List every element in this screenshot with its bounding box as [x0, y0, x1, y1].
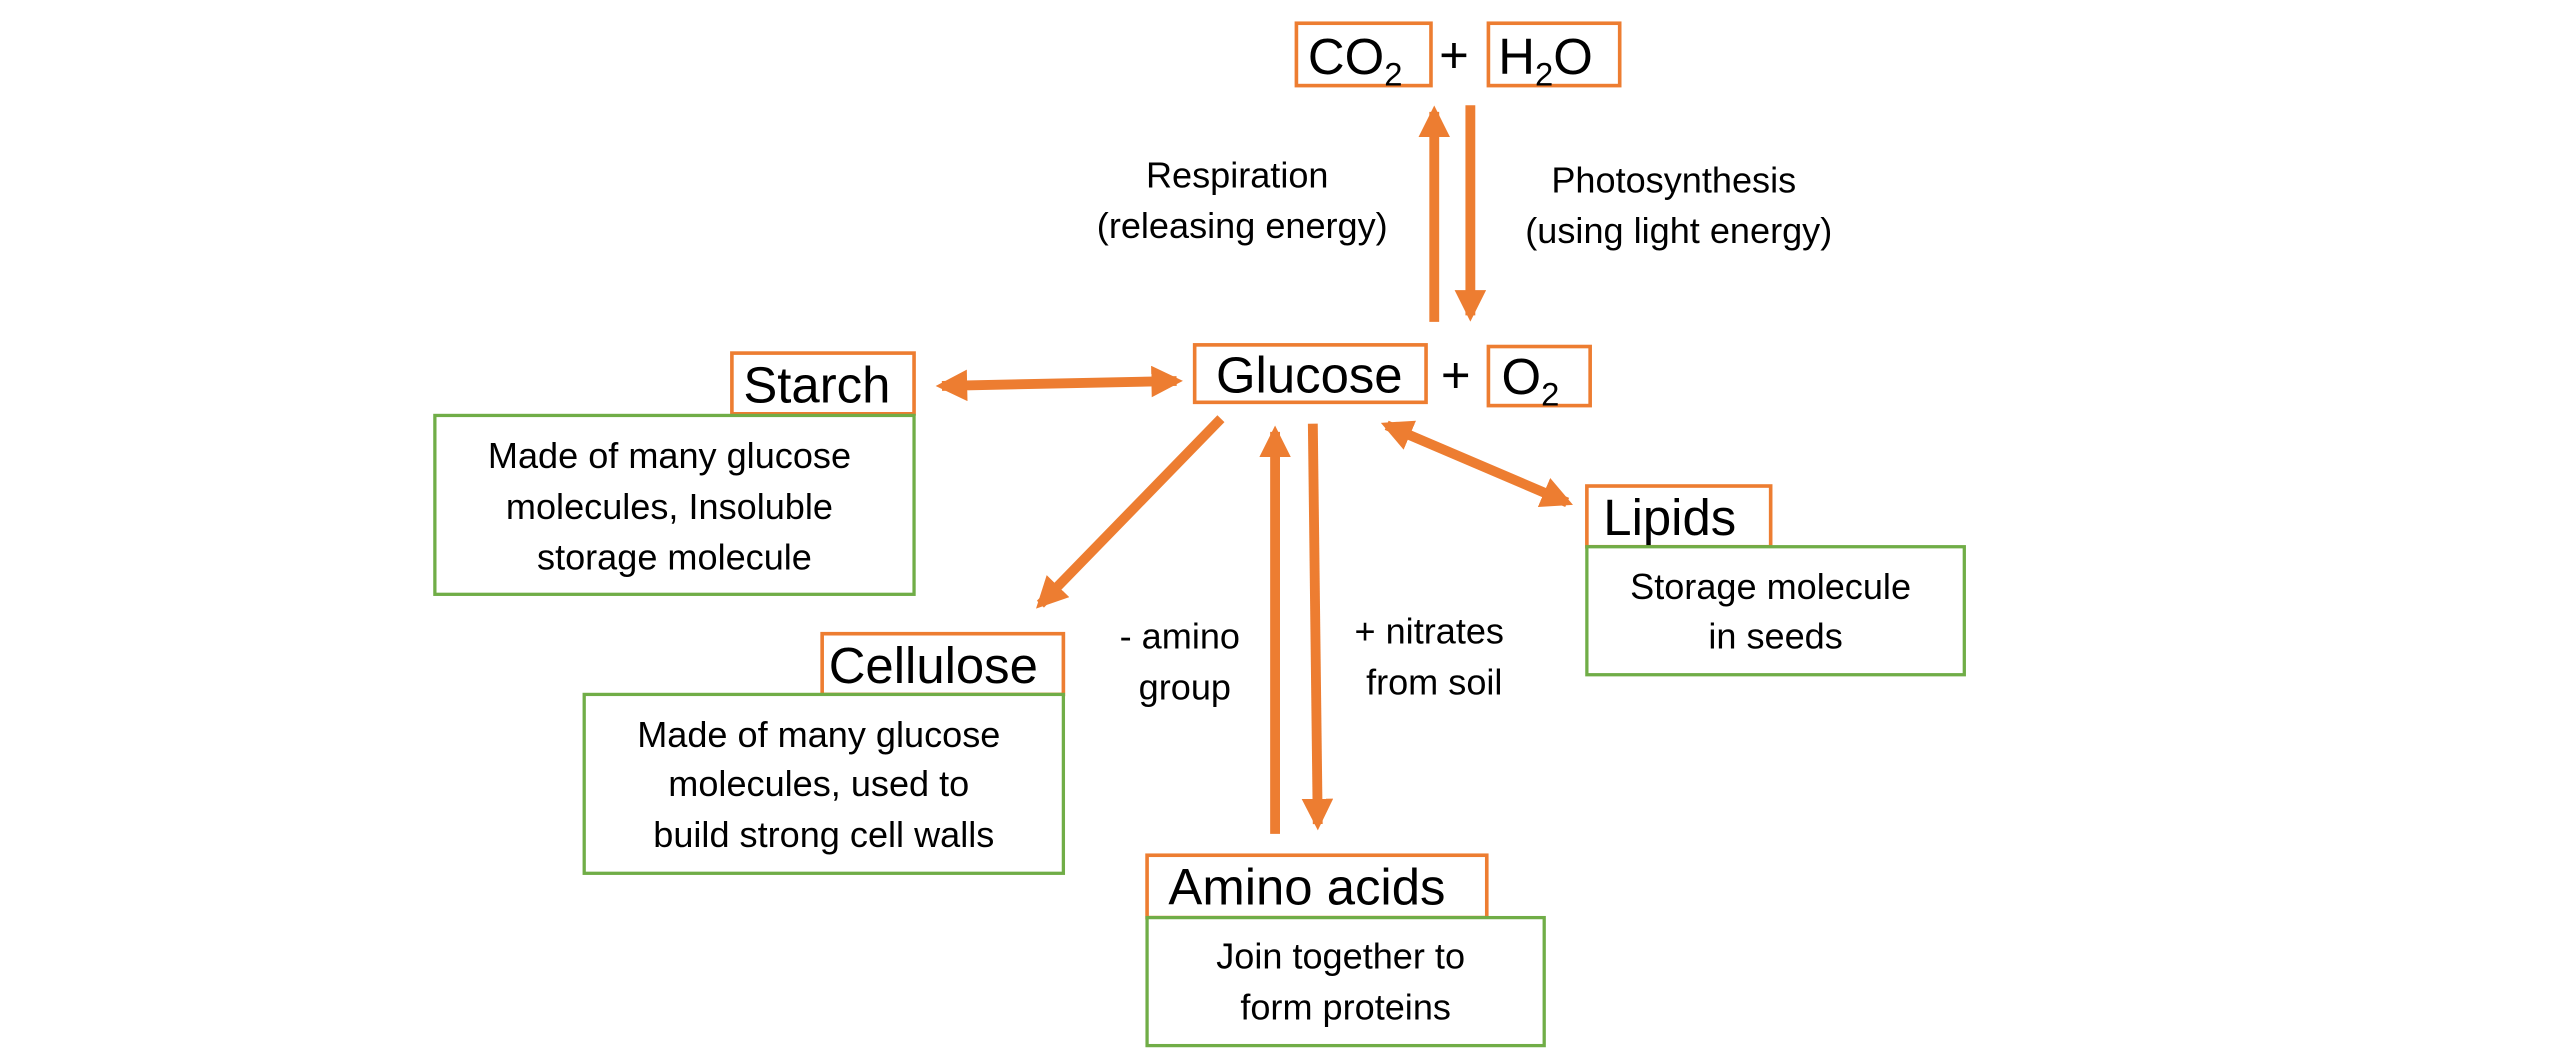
nitrates-label: + nitrates from soil: [1355, 611, 1515, 703]
plus-sign: +: [1441, 346, 1471, 403]
svg-text:Amino acids: Amino acids: [1168, 858, 1445, 915]
lipids-description: Storage molecule in seeds: [1585, 545, 1966, 677]
cellulose-description: Made of many glucose molecules, used to …: [582, 692, 1066, 875]
svg-text:Join together to form pr: Join together to form proteins: [1216, 935, 1475, 1027]
glucose-cellulose-arrow: [1036, 415, 1225, 609]
svg-text:Starch: Starch: [743, 356, 890, 413]
svg-text:Made of many glucose mol: Made of many glucose molecules, Insolubl…: [488, 435, 861, 578]
starch-glucose-arrow: [935, 365, 1183, 402]
glucose-node: Glucose: [1192, 343, 1428, 405]
amino-group-label: - amino group: [1120, 615, 1250, 707]
svg-text:CO2: CO2: [1308, 28, 1403, 92]
h2o-node: H2O: [1486, 21, 1622, 93]
plus-sign: +: [1439, 26, 1469, 83]
o2-node: O2: [1486, 344, 1592, 413]
svg-text:Storage molecule in seed: Storage molecule in seeds: [1630, 566, 1921, 656]
respiration-label: Respiration (releasing energy): [1097, 154, 1388, 246]
glucose-to-amino-arrow: [1301, 423, 1334, 831]
amino-acids-description: Join together to form proteins: [1145, 915, 1546, 1048]
svg-text:Made of many glucose mol: Made of many glucose molecules, used to …: [637, 714, 1010, 855]
starch-description: Made of many glucose molecules, Insolubl…: [433, 413, 916, 596]
svg-text:H2O: H2O: [1498, 28, 1593, 92]
starch-node: Starch: [730, 351, 916, 416]
svg-text:Glucose: Glucose: [1216, 346, 1403, 403]
photosynthesis-label: Photosynthesis (using light energy): [1525, 159, 1832, 251]
svg-text:Cellulose: Cellulose: [829, 637, 1038, 694]
lipids-node: Lipids: [1585, 484, 1773, 549]
svg-text:Lipids: Lipids: [1603, 489, 1736, 546]
glucose-lipids-arrow: [1380, 420, 1573, 508]
amino-acids-node: Amino acids: [1145, 853, 1489, 920]
cellulose-node: Cellulose: [820, 631, 1066, 697]
co2-node: CO2: [1294, 21, 1433, 93]
svg-text:O2: O2: [1502, 348, 1560, 412]
